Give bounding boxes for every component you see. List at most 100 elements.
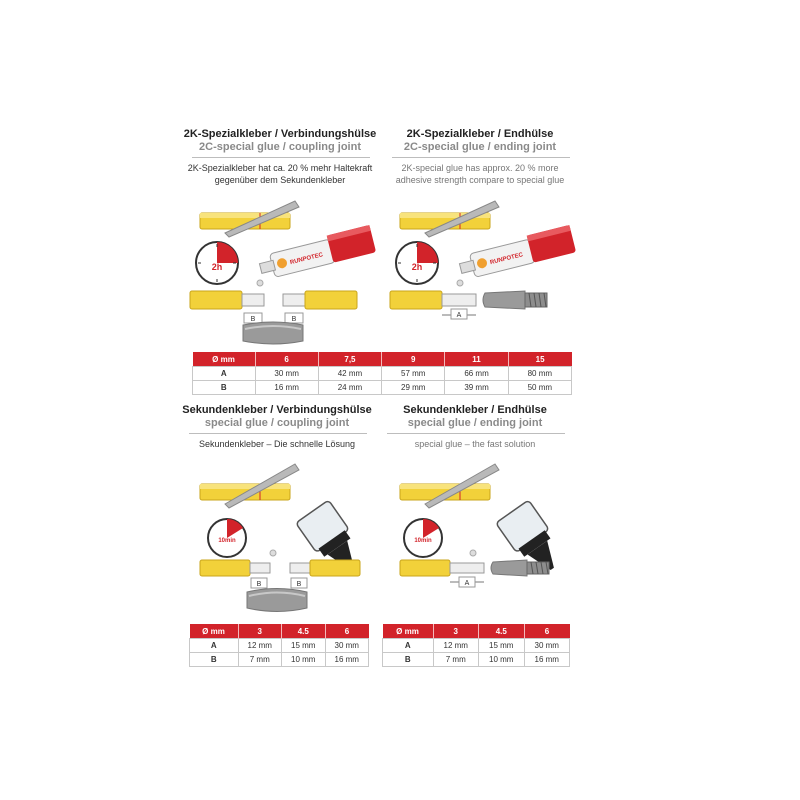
table-cell: 50 mm (507, 380, 573, 395)
table-header-cell: Ø mm (192, 352, 255, 367)
table-row: B 16 mm 24 mm 29 mm 39 mm 50 mm (192, 380, 573, 395)
spec-table-sec-ending: Ø mm 3 4.5 6 A 12 mm 15 mm 30 mm B 7 mm … (382, 624, 570, 667)
table-row: B 7 mm 10 mm 16 mm (189, 652, 369, 667)
timer-2h-icon: 2h (395, 241, 439, 285)
table-header-cell: 3 (237, 624, 282, 639)
table-row: A 12 mm 15 mm 30 mm (189, 638, 369, 653)
table-cell: 16 mm (254, 380, 319, 395)
table-header-cell: 3 (432, 624, 479, 639)
table-cell: 15 mm (478, 638, 525, 653)
table-cell: 42 mm (317, 366, 383, 381)
table-row-label: B (192, 380, 256, 395)
panel-title-de: Sekundenkleber / Endhülse (403, 404, 547, 416)
table-row-label: A (192, 366, 256, 381)
coupling-tubes-icon: B B (189, 290, 358, 345)
panel-description: Sekundenkleber – Die schnelle Lösung (198, 439, 356, 449)
panel-title-de: Sekundenkleber / Verbindungshülse (182, 404, 372, 416)
table-header-cell: 6 (523, 624, 570, 639)
table-cell: 12 mm (237, 638, 282, 653)
svg-text:B: B (297, 581, 302, 588)
timer-2h-icon: 2h (195, 241, 239, 285)
table-cell: 29 mm (381, 380, 446, 395)
table-cell: 30 mm (254, 366, 319, 381)
illustration-2k-ending: 2h RUNPOTEC A (389, 200, 576, 320)
table-header-cell: 15 (507, 352, 572, 367)
syringe-glue-icon: RUNPOTEC (256, 224, 376, 287)
table-row-label: B (382, 652, 434, 667)
panel-title-de: 2K-Spezialkleber / Verbindungshülse (183, 128, 377, 140)
table-cell: 30 mm (523, 638, 570, 653)
table-cell: 10 mm (281, 652, 326, 667)
table-cell: 15 mm (281, 638, 326, 653)
ending-tube-icon: A (389, 290, 548, 320)
table-cell: 16 mm (324, 652, 369, 667)
spec-table-2k: Ø mm 6 7,5 9 11 15 A 30 mm 42 mm 57 mm 6… (192, 352, 573, 395)
timer-10min-icon: 10min (403, 518, 443, 558)
table-cell: 39 mm (444, 380, 509, 395)
panel-title-en: special glue / coupling joint (204, 417, 350, 429)
table-row: B 7 mm 10 mm 16 mm (382, 652, 570, 667)
illustration-sec-ending: 10min A (399, 463, 554, 588)
timer-10min-icon: 10min (207, 518, 247, 558)
svg-text:A: A (465, 580, 470, 587)
cutting-tube-icon (399, 200, 500, 238)
panel-title-en: 2C-special glue / coupling joint (199, 141, 361, 153)
syringe-glue-icon: RUNPOTEC (456, 224, 576, 287)
panel-title-en: special glue / ending joint (407, 417, 543, 429)
svg-text:2h: 2h (212, 262, 223, 272)
table-header-cell: Ø mm (382, 624, 433, 639)
table-header-cell: 4.5 (281, 624, 325, 639)
svg-text:B: B (292, 316, 297, 323)
divider (387, 433, 565, 434)
table-header-cell: Ø mm (189, 624, 238, 639)
svg-text:2h: 2h (412, 262, 423, 272)
panel-description: 2K-special glue has approx. 20 % more ad… (395, 163, 565, 185)
divider (392, 157, 570, 158)
table-row: A 12 mm 15 mm 30 mm (382, 638, 570, 653)
table-cell: 7 mm (237, 652, 282, 667)
table-cell: 66 mm (444, 366, 509, 381)
divider (192, 157, 370, 158)
svg-text:10min: 10min (414, 538, 432, 544)
svg-text:B: B (257, 581, 262, 588)
illustration-2k-coupling: 2h RUNPOTEC B B (189, 200, 376, 345)
panel-2k-coupling-header: 2K-Spezialkleber / Verbindungshülse 2C-s… (175, 128, 385, 154)
svg-text:B: B (251, 316, 256, 323)
table-header-cell: 4.5 (478, 624, 524, 639)
table-header-cell: 11 (444, 352, 509, 367)
svg-text:10min: 10min (218, 538, 236, 544)
ending-tube-icon: A (399, 559, 550, 588)
table-header-row: Ø mm 3 4.5 6 (382, 624, 570, 639)
table-header-row: Ø mm 6 7,5 9 11 15 (192, 352, 572, 367)
table-header-cell: 6 (324, 624, 369, 639)
spec-table-sec-coupling: Ø mm 3 4.5 6 A 12 mm 15 mm 30 mm B 7 mm … (189, 624, 369, 667)
panel-description: special glue – the fast solution (414, 439, 536, 449)
coupling-tubes-icon: B B (199, 559, 361, 612)
table-cell: 30 mm (324, 638, 369, 653)
panel-description: 2K-Spezialkleber hat ca. 20 % mehr Halte… (187, 163, 373, 185)
panel-title-de: 2K-Spezialkleber / Endhülse (406, 128, 554, 140)
table-row-label: B (189, 652, 239, 667)
table-header-cell: 6 (254, 352, 319, 367)
panel-sec-ending-header: Sekundenkleber / Endhülse special glue /… (370, 404, 580, 430)
table-cell: 24 mm (317, 380, 383, 395)
panel-2k-ending-header: 2K-Spezialkleber / Endhülse 2C-special g… (375, 128, 585, 154)
cutting-tube-icon (199, 200, 300, 238)
illustration-sec-coupling: 10min B B (199, 463, 361, 612)
table-header-cell: 9 (381, 352, 445, 367)
table-header-row: Ø mm 3 4.5 6 (189, 624, 369, 639)
panel-title-en: 2C-special glue / ending joint (403, 141, 557, 153)
table-cell: 10 mm (478, 652, 525, 667)
table-row-label: A (189, 638, 239, 653)
panel-sec-coupling-header: Sekundenkleber / Verbindungshülse specia… (172, 404, 382, 430)
table-cell: 7 mm (432, 652, 479, 667)
table-cell: 16 mm (523, 652, 570, 667)
svg-text:A: A (457, 312, 462, 319)
table-row: A 30 mm 42 mm 57 mm 66 mm 80 mm (192, 366, 573, 381)
divider (189, 433, 367, 434)
table-cell: 80 mm (507, 366, 573, 381)
table-row-label: A (382, 638, 434, 653)
cutting-tube-icon (399, 463, 500, 509)
table-cell: 12 mm (432, 638, 479, 653)
table-cell: 57 mm (381, 366, 446, 381)
